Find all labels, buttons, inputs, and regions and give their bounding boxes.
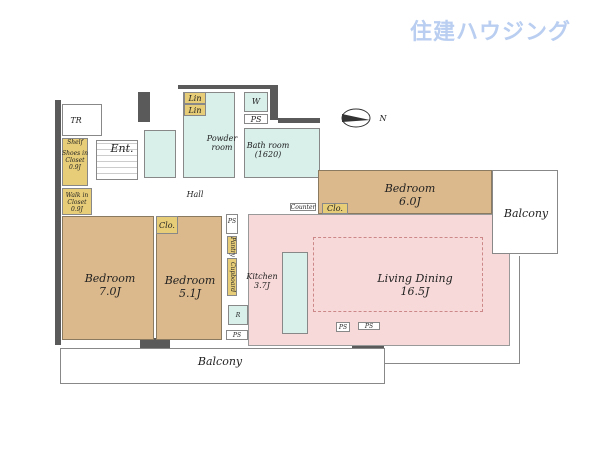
clo-label: Clo. (159, 221, 175, 230)
wall (138, 92, 150, 122)
closet (156, 216, 178, 234)
kitchen-counter (282, 252, 308, 334)
closet (322, 203, 348, 214)
lin-label: Lin (188, 94, 202, 103)
balcony-right (492, 170, 558, 254)
counter-label: Counter (290, 204, 316, 211)
wall (55, 100, 61, 345)
refrigerator (228, 305, 248, 325)
compass-icon (341, 108, 371, 128)
ps (226, 330, 248, 340)
walk-in-closet (62, 188, 92, 215)
cupboard (227, 258, 237, 296)
ps-label: PS (227, 218, 237, 225)
hall (94, 180, 302, 210)
linen-1 (184, 92, 206, 104)
ceiling-line (313, 237, 483, 312)
compass-north-label: N (379, 114, 387, 123)
ent-label: Ent. (110, 142, 134, 155)
ps (358, 322, 380, 330)
r-label: R (235, 312, 241, 319)
ps-label: PS (250, 115, 262, 124)
washer (244, 92, 268, 112)
lin-label: Lin (188, 106, 202, 115)
pantry (227, 236, 237, 254)
wall (278, 118, 320, 123)
w-label: W (251, 97, 261, 106)
ps-label: PS (364, 323, 374, 330)
balcony-edge (384, 256, 520, 364)
ps (244, 114, 268, 124)
wall (270, 85, 278, 120)
powder-label: Powder room (206, 134, 238, 152)
wall (178, 85, 278, 89)
balcony-bottom-label: Balcony (197, 355, 243, 368)
ps-label: PS (232, 332, 242, 339)
tr-label: TR (70, 116, 82, 125)
clo-label: Clo. (327, 204, 343, 213)
shoes-closet (62, 138, 88, 186)
ps-label: PS (338, 324, 348, 331)
cupboard-label: Cupboard (229, 261, 236, 293)
brand-logo: 住建ハウジング (410, 20, 572, 45)
linen-2 (184, 104, 206, 116)
ps (336, 322, 350, 332)
trunk-room (62, 104, 102, 136)
bedroom-2 (156, 216, 222, 340)
balcony-right-label: Balcony (503, 207, 549, 220)
shelf-label: Shelf (67, 139, 83, 146)
balcony-bottom (60, 348, 385, 384)
bath-room (244, 128, 320, 178)
ps (226, 214, 238, 234)
pantry-label: Pantry (229, 237, 236, 257)
bath-label: Bath room(1620) (246, 141, 290, 159)
counter (290, 203, 316, 211)
hall-label: Hall (186, 190, 204, 199)
entrance (96, 140, 138, 180)
bedroom-1 (62, 216, 154, 340)
toilet (144, 130, 176, 178)
